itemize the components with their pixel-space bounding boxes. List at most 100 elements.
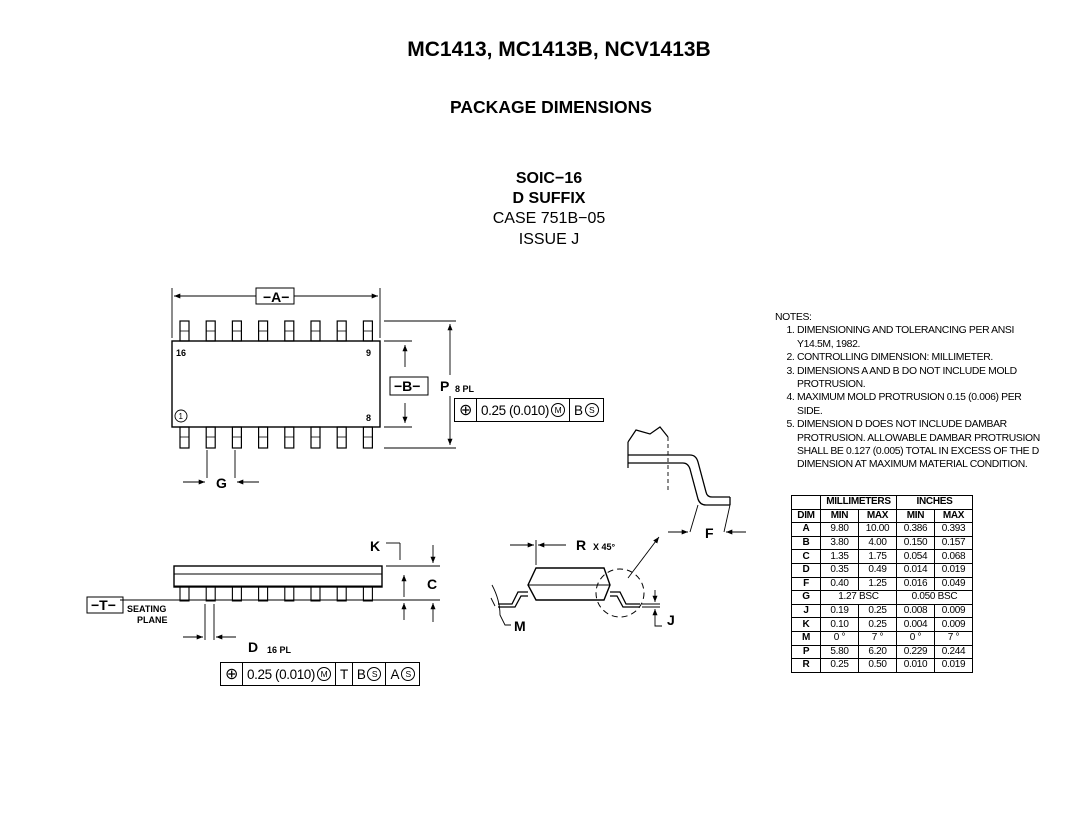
table-cell-dim: P [791, 644, 821, 660]
dimension-table: MILLIMETERS INCHES DIM MIN MAX MIN MAX A… [791, 495, 973, 673]
table-cell: 0.004 [896, 617, 935, 632]
lead [179, 587, 190, 602]
lead [258, 587, 269, 602]
table-header-min: MIN [820, 508, 859, 524]
table-cell: 3.80 [820, 535, 859, 551]
table-cell: 0.054 [896, 549, 935, 564]
table-cell: 0.49 [858, 562, 897, 578]
table-cell-dim: B [791, 535, 821, 551]
fcf-datum-value: B [574, 402, 583, 418]
table-cell: 0.50 [858, 658, 897, 673]
table-cell: 0.008 [896, 603, 935, 619]
package-issue: ISSUE J [518, 231, 580, 248]
table-cell: 6.20 [858, 644, 897, 660]
lead [336, 426, 347, 449]
table-cell: 9.80 [820, 522, 859, 537]
datum-a-label: −A− [263, 289, 289, 305]
lead [362, 426, 373, 449]
table-cell: 0.150 [896, 535, 935, 551]
table-cell: 0.386 [896, 522, 935, 537]
top-view [171, 287, 456, 485]
lead [179, 426, 190, 449]
dim-g-label: G [216, 475, 227, 491]
position-icon: ⊕ [455, 399, 478, 421]
table-cell: 5.80 [820, 644, 859, 660]
dim-d-note: 16 PL [267, 645, 292, 655]
notes-block: NOTES: DIMENSIONING AND TOLERANCING PER … [775, 311, 1045, 472]
notes-heading: NOTES: [775, 312, 812, 323]
table-cell: 7 ° [858, 630, 897, 646]
table-header-max: MAX [858, 508, 897, 524]
table-cell: 1.25 [858, 576, 897, 592]
fcf-tolerance: 0.25 (0.010)M [477, 399, 571, 421]
table-cell: 0.016 [896, 576, 935, 592]
table-cell: 0.010 [896, 658, 935, 673]
table-cell-dim: J [791, 603, 821, 619]
note-item: DIMENSIONING AND TOLERANCING PER ANSI Y1… [797, 324, 1045, 351]
note-item: MAXIMUM MOLD PROTRUSION 0.15 (0.006) PER… [797, 391, 1045, 418]
pin-1-label: 1 [179, 412, 184, 421]
note-item: DIMENSIONS A AND B DO NOT INCLUDE MOLD P… [797, 365, 1045, 392]
fcf-datum-1: T [336, 663, 353, 685]
mmc-modifier-icon: M [317, 667, 332, 681]
table-cell: 10.00 [858, 522, 897, 537]
table-cell: 0.229 [896, 644, 935, 660]
table-cell: 0.157 [934, 535, 973, 551]
table-header-dim: DIM [791, 508, 821, 524]
document-title: MC1413, MC1413B, NCV1413B [407, 38, 711, 61]
table-cell: 0.014 [896, 562, 935, 578]
table-cell: 0 ° [820, 630, 859, 646]
table-cell: 0 ° [896, 630, 935, 646]
table-cell: 0.019 [934, 658, 973, 673]
table-cell: 0.10 [820, 617, 859, 632]
lead [284, 587, 295, 602]
mmc-modifier-icon: M [551, 403, 566, 417]
rfs-modifier-icon: S [367, 667, 382, 681]
fcf-tolerance-value: 0.25 (0.010) [481, 402, 550, 418]
lead [231, 587, 242, 602]
table-cell-dim: G [791, 590, 821, 605]
table-cell: 4.00 [858, 535, 897, 551]
lead [258, 426, 269, 449]
dim-p-note: 8 PL [455, 384, 475, 394]
package-case: CASE 751B−05 [492, 210, 606, 227]
rfs-modifier-icon: S [401, 667, 416, 681]
lead [310, 426, 321, 449]
table-header-max: MAX [934, 508, 973, 524]
plane-label: PLANE [137, 615, 168, 625]
dim-c-label: C [427, 576, 437, 592]
table-cell: 0.25 [858, 617, 897, 632]
table-header-blank [791, 495, 821, 510]
table-cell: 0.050 BSC [896, 590, 973, 605]
pin-8-label: 8 [366, 413, 371, 423]
table-cell-dim: K [791, 617, 821, 632]
table-cell: 0.35 [820, 562, 859, 578]
table-cell: 1.75 [858, 549, 897, 564]
dim-d-label: D [248, 639, 258, 655]
table-cell-dim: M [791, 630, 821, 646]
table-cell: 0.009 [934, 603, 973, 619]
package-suffix: D SUFFIX [512, 190, 586, 207]
lead [362, 587, 373, 602]
fcf-tolerance: 0.25 (0.010)M [243, 663, 337, 685]
lead [336, 587, 347, 602]
table-cell: 0.019 [934, 562, 973, 578]
side-view [86, 542, 440, 640]
table-cell: 0.009 [934, 617, 973, 632]
position-icon: ⊕ [221, 663, 244, 685]
table-header-inches: INCHES [896, 495, 973, 510]
lead [284, 426, 295, 449]
lead [205, 426, 216, 449]
rfs-modifier-icon: S [584, 403, 599, 417]
table-cell-dim: D [791, 562, 821, 578]
